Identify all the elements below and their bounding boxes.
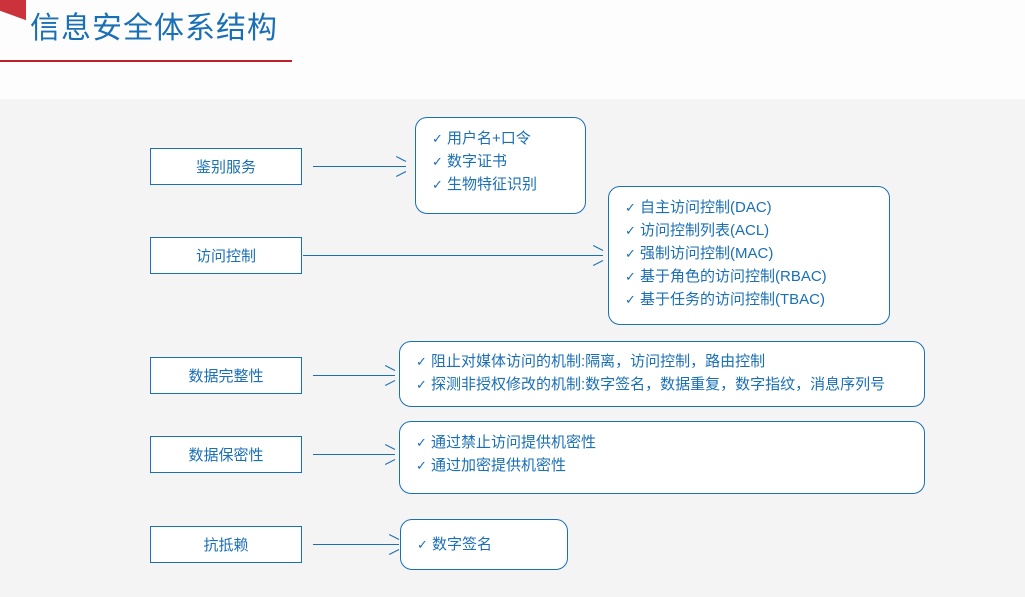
list-item-label: 强制访问控制(MAC) <box>640 245 774 262</box>
list-item-label: 探测非授权修改的机制:数字签名，数据重复，数字指纹，消息序列号 <box>431 376 886 393</box>
list-item-label: 数字签名 <box>432 536 493 553</box>
list-item: ✓ 通过加密提供机密性 <box>416 454 910 477</box>
arrow-access-control <box>303 249 603 263</box>
content-box-non-repudiation[interactable]: ✓ 数字签名 <box>400 519 568 570</box>
check-icon: ✓ <box>625 246 636 261</box>
title-underline-rule <box>0 60 292 62</box>
content-box-data-integrity[interactable]: ✓ 阻止对媒体访问的机制:隔离，访问控制，路由控制 ✓ 探测非授权修改的机制:数… <box>399 341 925 407</box>
check-icon: ✓ <box>416 354 427 369</box>
list-item-label: 基于任务的访问控制(TBAC) <box>640 291 825 308</box>
list-item: ✓ 基于角色的访问控制(RBAC) <box>625 265 875 288</box>
list-item: ✓ 数字签名 <box>417 533 492 556</box>
list-item-label: 通过禁止访问提供机密性 <box>431 434 597 451</box>
list-item: ✓ 数字证书 <box>432 150 571 173</box>
check-icon: ✓ <box>417 537 428 552</box>
check-icon: ✓ <box>625 223 636 238</box>
list-item: ✓ 生物特征识别 <box>432 173 571 196</box>
check-icon: ✓ <box>432 154 443 169</box>
list-item: ✓ 探测非授权修改的机制:数字签名，数据重复，数字指纹，消息序列号 <box>416 373 910 396</box>
list-item-label: 通过加密提供机密性 <box>431 457 567 474</box>
arrow-data-confidentiality <box>313 448 395 462</box>
list-item-label: 数字证书 <box>447 153 508 170</box>
check-icon: ✓ <box>432 177 443 192</box>
list-item: ✓ 基于任务的访问控制(TBAC) <box>625 288 875 311</box>
list-item-label: 访问控制列表(ACL) <box>640 222 770 239</box>
list-item: ✓ 用户名+口令 <box>432 127 571 150</box>
list-item: ✓ 阻止对媒体访问的机制:隔离，访问控制，路由控制 <box>416 350 910 373</box>
slide-header: 信息安全体系结构 <box>0 0 1025 99</box>
label-box-data-confidentiality[interactable]: 数据保密性 <box>150 436 302 473</box>
arrow-authentication <box>313 160 406 174</box>
page-title: 信息安全体系结构 <box>30 12 278 45</box>
list-item: ✓ 通过禁止访问提供机密性 <box>416 431 910 454</box>
arrow-non-repudiation <box>313 538 399 552</box>
label-box-authentication[interactable]: 鉴别服务 <box>150 148 302 185</box>
corner-accent-decoration <box>0 0 26 34</box>
check-icon: ✓ <box>416 435 427 450</box>
list-item-label: 阻止对媒体访问的机制:隔离，访问控制，路由控制 <box>431 353 766 370</box>
list-item: ✓ 访问控制列表(ACL) <box>625 219 875 242</box>
content-box-access-control[interactable]: ✓ 自主访问控制(DAC) ✓ 访问控制列表(ACL) ✓ 强制访问控制(MAC… <box>608 186 890 325</box>
check-icon: ✓ <box>416 377 427 392</box>
label-box-access-control[interactable]: 访问控制 <box>150 237 302 274</box>
label-box-data-integrity[interactable]: 数据完整性 <box>150 357 302 394</box>
check-icon: ✓ <box>625 200 636 215</box>
label-box-non-repudiation[interactable]: 抗抵赖 <box>150 526 302 563</box>
check-icon: ✓ <box>432 131 443 146</box>
list-item: ✓ 强制访问控制(MAC) <box>625 242 875 265</box>
content-box-data-confidentiality[interactable]: ✓ 通过禁止访问提供机密性 ✓ 通过加密提供机密性 <box>399 421 925 494</box>
list-item-label: 生物特征识别 <box>447 176 538 193</box>
check-icon: ✓ <box>625 292 636 307</box>
check-icon: ✓ <box>625 269 636 284</box>
list-item-label: 用户名+口令 <box>447 130 531 147</box>
list-item-label: 自主访问控制(DAC) <box>640 199 772 216</box>
content-box-authentication[interactable]: ✓ 用户名+口令 ✓ 数字证书 ✓ 生物特征识别 <box>415 117 586 214</box>
check-icon: ✓ <box>416 458 427 473</box>
list-item-label: 基于角色的访问控制(RBAC) <box>640 268 827 285</box>
list-item: ✓ 自主访问控制(DAC) <box>625 196 875 219</box>
arrow-data-integrity <box>313 369 395 383</box>
